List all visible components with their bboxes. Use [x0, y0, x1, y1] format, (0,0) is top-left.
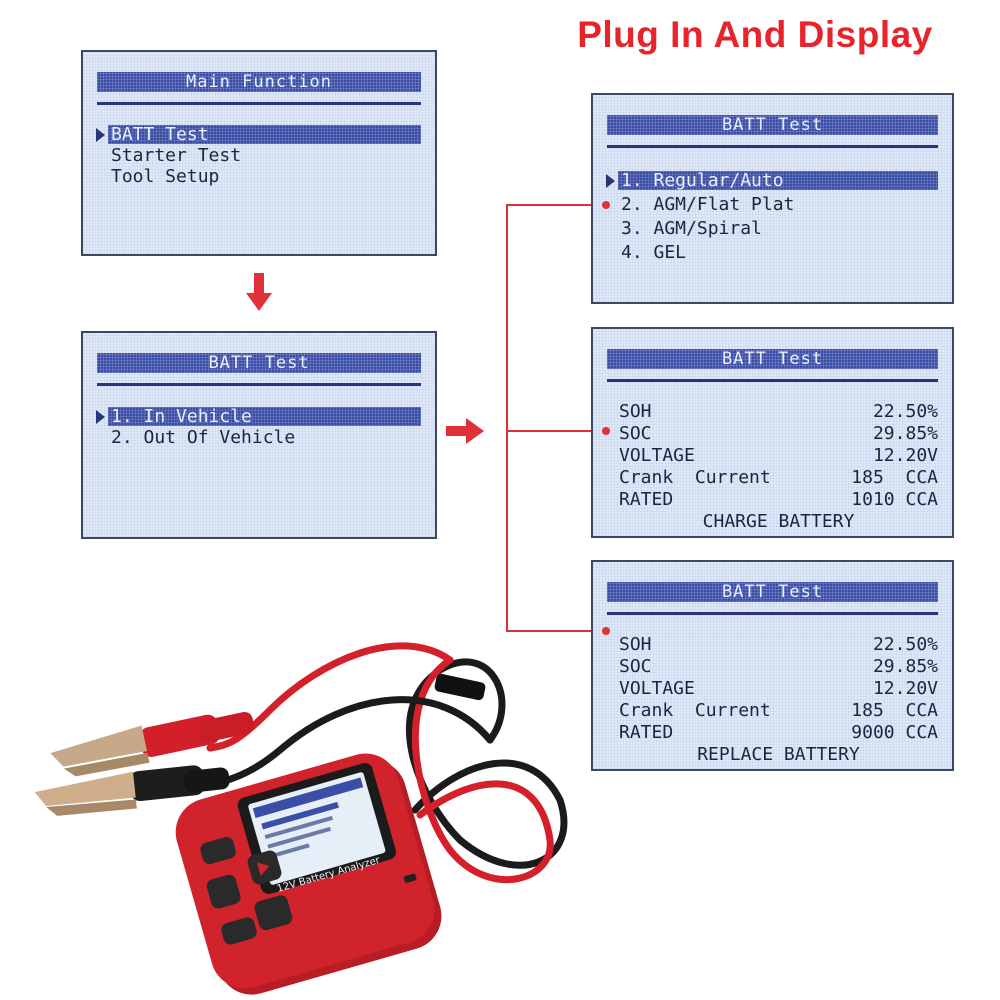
connector-dot-replace: [602, 627, 610, 635]
screen-title: BATT Test: [607, 115, 938, 135]
connector-line-type: [506, 204, 606, 206]
connector-vertical-line: [506, 204, 508, 632]
black-clamp: [34, 765, 230, 816]
menu-item-batt-test[interactable]: BATT Test: [95, 124, 421, 145]
screen-title: BATT Test: [97, 353, 421, 373]
result-message: CHARGE BATTERY: [702, 511, 855, 532]
connector-line-charge: [506, 430, 606, 432]
screen-title: Main Function: [97, 72, 421, 92]
connector-line-replace: [506, 630, 606, 632]
screen-divider: [607, 379, 938, 382]
screen-main-function: Main Function BATT Test Starter Test Too…: [81, 50, 437, 256]
menu-item-agm-spiral[interactable]: 3. AGM/Spiral: [621, 218, 762, 239]
page-title: Plug In And Display: [577, 14, 933, 55]
selection-bar: [618, 171, 938, 190]
cable-black-loop: [405, 658, 568, 869]
menu-list: 1. Regular/Auto 2. AGM/Flat Plat 3. AGM/…: [605, 170, 938, 263]
selection-bar: [108, 407, 421, 426]
menu-list: 1. In Vehicle 2. Out Of Vehicle: [95, 406, 421, 448]
cable-red-loop: [411, 656, 554, 884]
screen-title: BATT Test: [607, 349, 938, 369]
result-message: REPLACE BATTERY: [697, 744, 860, 765]
selection-bar: [108, 125, 421, 144]
arrow-down-icon: [246, 273, 272, 311]
cable-connector: [434, 673, 486, 701]
screen-batt-test-vehicle: BATT Test 1. In Vehicle 2. Out Of Vehicl…: [81, 331, 437, 539]
red-clamp: [50, 711, 254, 777]
menu-item-out-of-vehicle[interactable]: 2. Out Of Vehicle: [111, 427, 296, 448]
menu-item-regular-auto[interactable]: 1. Regular/Auto: [605, 170, 938, 191]
selection-caret-icon: [96, 128, 105, 142]
screen-title: BATT Test: [607, 582, 938, 602]
connector-dot-type: [602, 201, 610, 209]
menu-item-gel[interactable]: 4. GEL: [621, 242, 687, 263]
menu-list: BATT Test Starter Test Tool Setup: [95, 124, 421, 187]
screen-batt-test-type: BATT Test 1. Regular/Auto 2. AGM/Flat Pl…: [591, 93, 954, 304]
menu-item-in-vehicle[interactable]: 1. In Vehicle: [95, 406, 421, 427]
menu-item-starter-test[interactable]: Starter Test: [111, 145, 242, 166]
connector-dot-charge: [602, 427, 610, 435]
selection-caret-icon: [96, 410, 105, 424]
cable-red-clamp: [206, 642, 454, 752]
device-body: [175, 753, 442, 995]
menu-item-tool-setup[interactable]: Tool Setup: [111, 166, 220, 187]
menu-item-agm-flat-plat[interactable]: 2. AGM/Flat Plat: [621, 194, 795, 215]
cable-black-clamp: [196, 696, 494, 792]
arrow-right-icon: [446, 418, 484, 444]
battery-analyzer-device: KZYEE 12V Battery Analyzer: [34, 642, 568, 995]
screen-divider: [97, 102, 421, 105]
selection-caret-icon: [606, 174, 615, 188]
screen-divider: [607, 145, 938, 148]
screen-divider: [607, 612, 938, 615]
screen-divider: [97, 383, 421, 386]
